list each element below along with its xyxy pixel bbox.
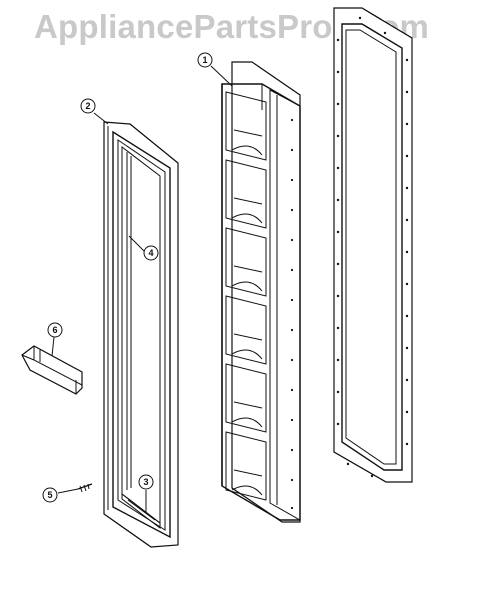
liner-flange-holes — [290, 118, 294, 510]
door-bin-part — [21, 345, 83, 395]
screw-part — [77, 483, 93, 493]
liner-shelves — [225, 91, 267, 501]
callout-6: 6 — [47, 322, 63, 338]
gasket-holes — [336, 16, 409, 478]
leader-lines — [51, 65, 233, 512]
callout-3: 3 — [138, 474, 154, 490]
callout-1-label: 1 — [202, 55, 207, 65]
callout-5: 5 — [42, 487, 58, 503]
callout-6-label: 6 — [52, 325, 57, 335]
callout-4: 4 — [143, 245, 159, 261]
callout-3-label: 3 — [143, 477, 148, 487]
door-panel-part — [103, 121, 179, 548]
callout-4-label: 4 — [148, 248, 153, 258]
callout-1: 1 — [197, 52, 213, 68]
gasket-frame-part — [333, 7, 413, 483]
callout-5-label: 5 — [47, 490, 52, 500]
callout-2-label: 2 — [85, 101, 90, 111]
inner-liner-part — [221, 61, 301, 523]
callout-2: 2 — [80, 98, 96, 114]
